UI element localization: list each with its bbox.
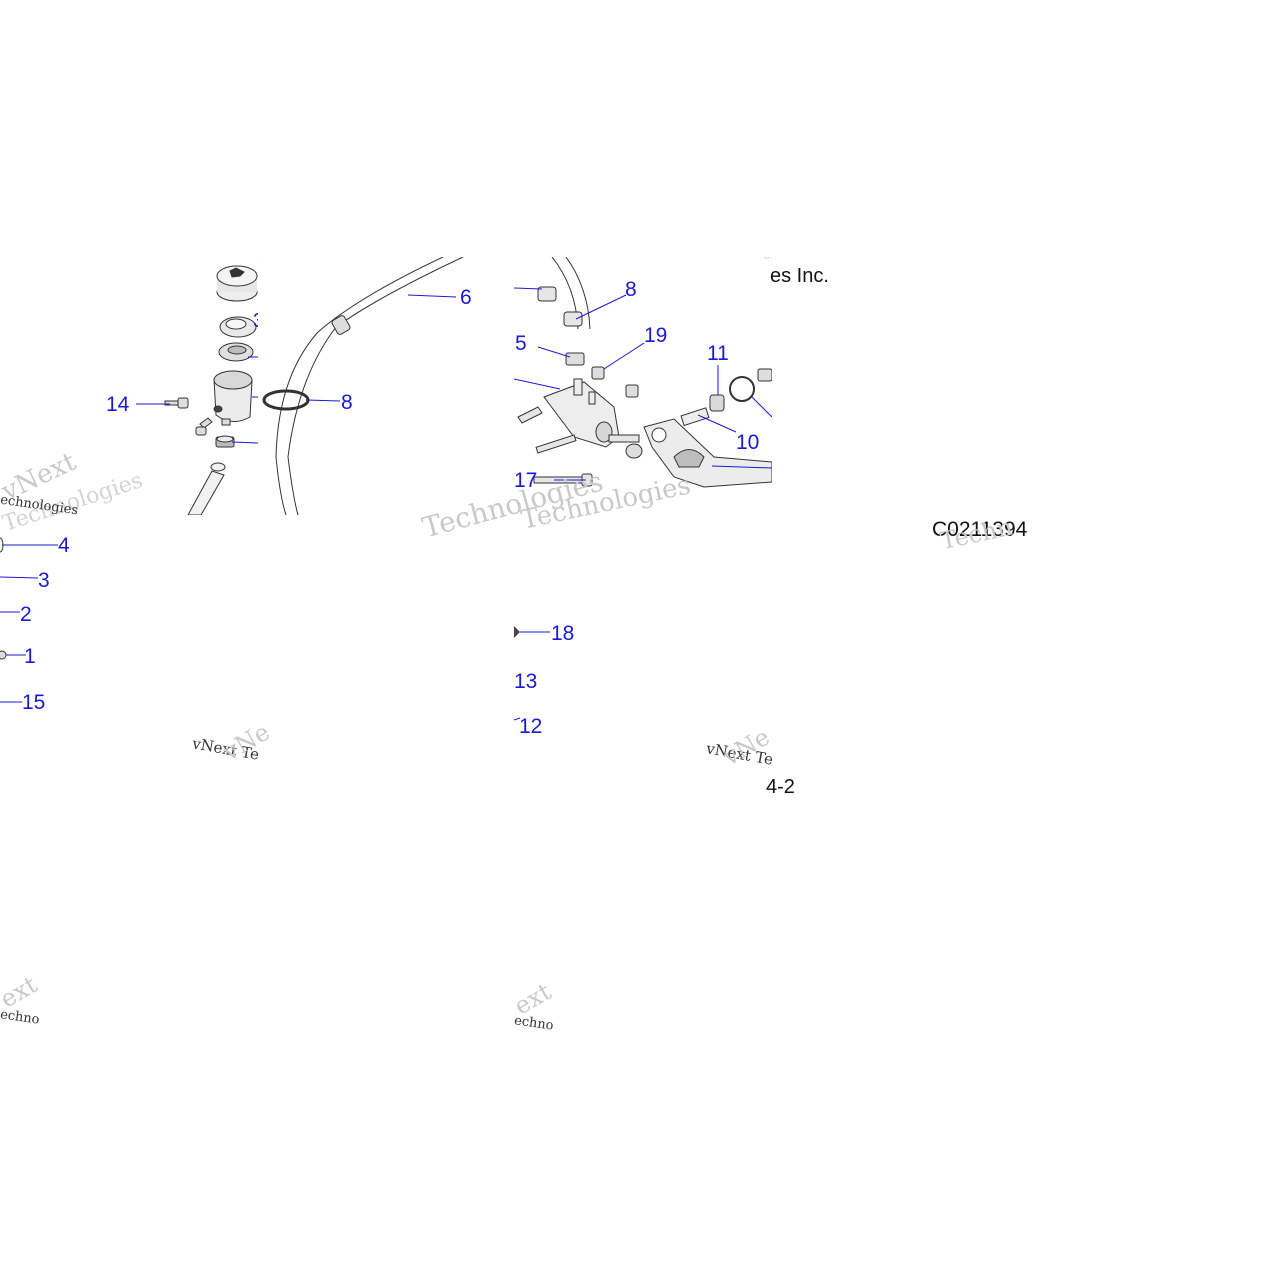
nut-top: [757, 368, 772, 382]
hose-clamp: [215, 435, 235, 448]
callout-19: 19: [644, 324, 668, 347]
callout-5: 5: [515, 332, 527, 355]
callout-2: 2: [20, 603, 32, 626]
callout-12: 12: [519, 715, 543, 738]
hose-clamp-8: [563, 311, 583, 327]
clamp-5: [565, 352, 585, 366]
callout-11: 11: [707, 342, 729, 365]
reservoir-body: [213, 370, 253, 422]
watermark-vnextte-2: vNext Te: [704, 739, 775, 769]
callout-18: 18: [551, 622, 575, 645]
callout-8-right: 8: [625, 278, 637, 301]
spring: [729, 376, 755, 402]
reservoir-cap: [216, 265, 258, 302]
short-hose: [187, 462, 226, 515]
cutoff-callout-3: 3: [253, 310, 258, 332]
hose-clip-top: [331, 315, 351, 335]
right-line-art: [514, 257, 772, 488]
watermark-vnextte-1: vNext Te: [190, 734, 261, 764]
callout-8-left: 8: [341, 391, 353, 414]
nut-19: [591, 366, 605, 380]
left-line-art: 3: [136, 257, 258, 515]
watermark-vne-1: vNe: [218, 717, 275, 767]
hose-bracket: [537, 286, 557, 302]
callout-15: 15: [22, 691, 46, 714]
nut: [625, 384, 639, 398]
watermark-vne-2: vNe: [718, 722, 775, 772]
watermark-echno-bm: echno: [513, 1013, 555, 1034]
bolt-14: [164, 397, 189, 409]
callout-3: 3: [38, 569, 50, 592]
callout-13: 13: [514, 670, 538, 693]
callout-17: 17: [514, 469, 538, 492]
left-parts-tile: 3 chnologies: [0, 257, 258, 515]
hose-continuation: [262, 257, 464, 515]
small-bolts: [195, 417, 231, 436]
pedal-arm: [643, 418, 772, 488]
seal: [218, 342, 254, 362]
watermark-ext-bm: ext: [509, 977, 556, 1021]
diaphragm: [219, 316, 257, 338]
bushing-11: [709, 394, 725, 412]
bushing-10: [680, 407, 710, 427]
watermark-echno-bl: echno: [0, 1007, 41, 1028]
left-leaders: [0, 537, 58, 703]
right-leaders: [514, 626, 550, 721]
company-fragment: es Inc.: [770, 265, 829, 287]
right-parts-tile: echnologies: [514, 257, 772, 515]
watermark-ext-bl: ext: [0, 970, 42, 1014]
master-cylinder: [543, 378, 620, 448]
washer: [625, 443, 643, 459]
hose-ring-clamp: [262, 389, 310, 411]
callout-10: 10: [736, 431, 760, 454]
callout-14: 14: [106, 393, 130, 416]
callout-6: 6: [460, 286, 472, 309]
page-reference: 4-2: [766, 776, 795, 798]
pin: [517, 406, 640, 454]
callout-4: 4: [58, 534, 70, 557]
figure-id: C0211394: [932, 518, 1028, 541]
callout-1: 1: [24, 645, 36, 668]
